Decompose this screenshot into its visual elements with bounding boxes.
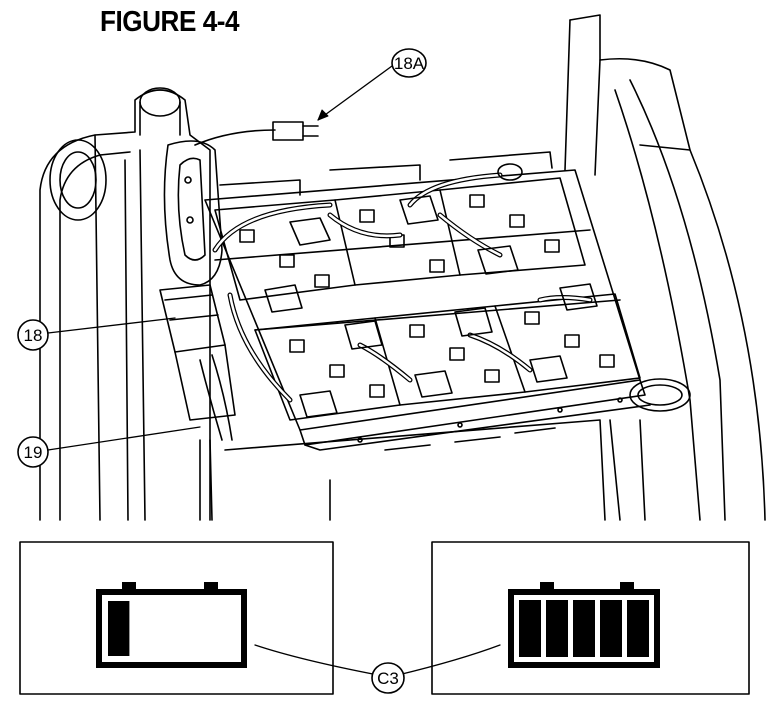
- cable-connectors: [264, 163, 598, 418]
- battery-row-back: [214, 177, 586, 301]
- battery-full-bar: [627, 600, 649, 657]
- callout-18a: 18A: [394, 54, 425, 73]
- right-housing: [564, 14, 766, 521]
- callout-18-circle: [17, 319, 49, 351]
- lower-body: [199, 419, 606, 521]
- battery-full-bar: [546, 600, 568, 657]
- battery-tray: [204, 151, 651, 451]
- battery-row-front: [254, 293, 641, 421]
- battery-low-bar: [108, 601, 130, 656]
- charger-handle: [163, 140, 223, 286]
- indicator-panel-full: [431, 541, 750, 695]
- callout-18a-circle: [391, 48, 427, 78]
- callout-18: 18: [24, 326, 43, 345]
- battery-full-bar: [519, 600, 541, 657]
- callout-c3-circle: [371, 662, 405, 694]
- charger-module: [159, 284, 236, 441]
- indicator-panel-low: [19, 541, 334, 695]
- callout-c3: C3: [377, 669, 399, 688]
- battery-full-bar: [600, 600, 622, 657]
- cap-icon: [49, 87, 181, 221]
- figure-title: FIGURE 4-4: [100, 6, 240, 38]
- callout-19: 19: [24, 443, 43, 462]
- battery-full-bar: [573, 600, 595, 657]
- left-housing: [39, 89, 211, 521]
- callout-19-circle: [17, 436, 49, 468]
- callout-leaders: [47, 65, 501, 676]
- battery-level-bars: [108, 600, 649, 657]
- charger-cord: [194, 121, 319, 146]
